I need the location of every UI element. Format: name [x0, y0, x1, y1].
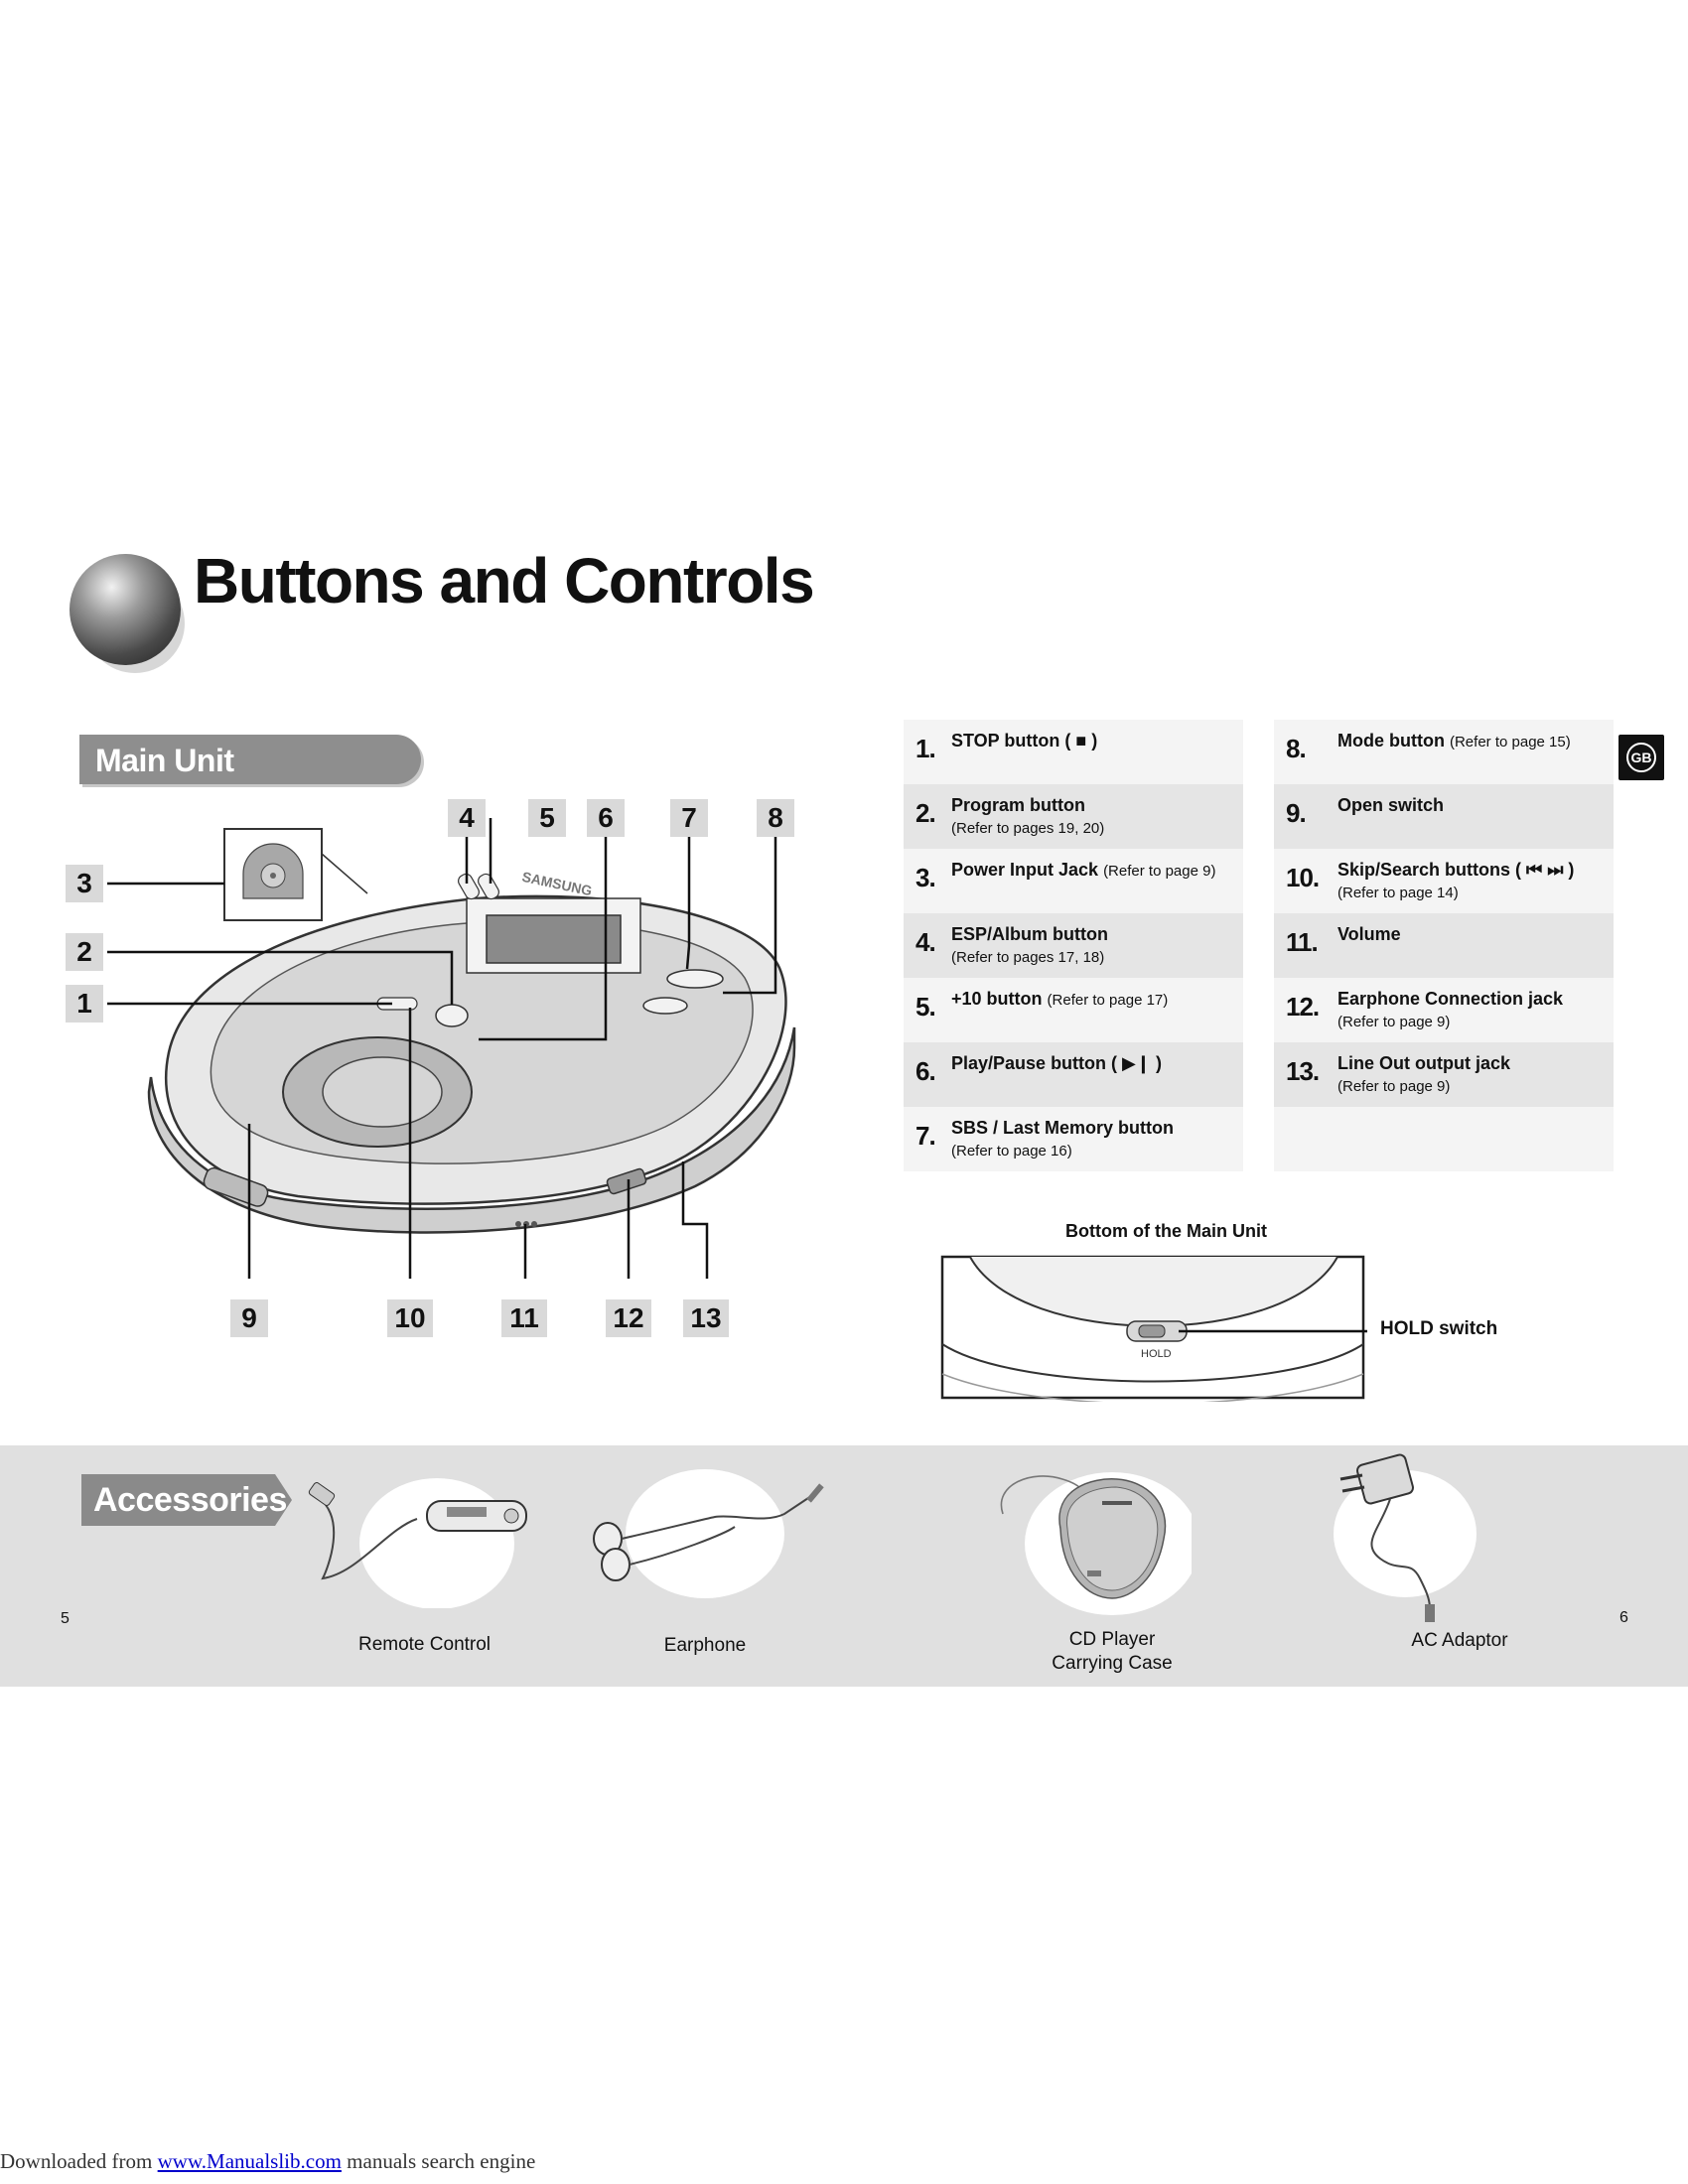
page-title: Buttons and Controls: [194, 545, 815, 616]
control-name: Mode button: [1337, 731, 1445, 751]
callout-3: 3: [66, 865, 103, 902]
carrying-case-icon: [1000, 1472, 1192, 1615]
callout-13: 13: [683, 1299, 729, 1337]
remote-control-icon: [308, 1478, 527, 1608]
hold-small-label: HOLD: [1141, 1348, 1172, 1360]
hold-switch-label: HOLD switch: [1380, 1318, 1498, 1339]
control-number: 3.: [915, 863, 936, 892]
cd-player-illustration: SAMSUNG: [107, 818, 796, 1279]
callout-10: 10: [387, 1299, 433, 1337]
control-ref: (Refer to page 16): [951, 1143, 1072, 1160]
control-ref: (Refer to page 9): [1103, 863, 1216, 880]
control-name: Power Input Jack: [951, 860, 1099, 880]
device-brand: SAMSUNG: [520, 869, 593, 899]
callout-5: 5: [528, 799, 566, 837]
callout-6: 6: [587, 799, 625, 837]
control-name: Play/Pause button ( ▶❙ ): [951, 1053, 1162, 1073]
page-number-right: 6: [1619, 1609, 1628, 1626]
bottom-unit-title: Bottom of the Main Unit: [1065, 1221, 1267, 1241]
accessory-label: CD Player: [1068, 1629, 1156, 1650]
callout-8: 8: [757, 799, 794, 837]
control-item: 13. Line Out output jack (Refer to page 9…: [1274, 1042, 1614, 1107]
control-item-empty: [1274, 1107, 1614, 1171]
control-number: 1.: [915, 734, 936, 763]
callout-2: 2: [66, 933, 103, 971]
earphone-icon: [593, 1469, 824, 1598]
accessory-label: Remote Control: [357, 1634, 492, 1655]
callout-1: 1: [66, 985, 103, 1023]
main-unit-header: Main Unit: [79, 735, 421, 784]
control-item: 1. STOP button ( ■ ): [904, 720, 1243, 784]
page-number-left: 5: [61, 1610, 70, 1627]
accessory-label: Carrying Case: [1052, 1653, 1173, 1674]
footer-suffix: manuals search engine: [341, 2149, 536, 2173]
control-item: 4. ESP/Album button (Refer to pages 17, 1…: [904, 913, 1243, 978]
bottom-unit-illustration: HOLD: [940, 1255, 1367, 1402]
control-name: Line Out output jack: [1337, 1053, 1510, 1073]
control-item: 8. Mode button (Refer to page 15): [1274, 720, 1614, 784]
control-name: ESP/Album button: [951, 924, 1108, 944]
control-ref: (Refer to page 14): [1337, 885, 1459, 901]
title-sphere-icon: [70, 554, 181, 665]
footer-link[interactable]: www.Manualslib.com: [157, 2149, 342, 2173]
control-ref: (Refer to page 9): [1337, 1078, 1451, 1095]
control-number: 2.: [915, 798, 936, 828]
control-number: 11.: [1286, 927, 1319, 957]
callout-12: 12: [606, 1299, 651, 1337]
language-badge-text: GB: [1626, 743, 1656, 772]
control-name: Volume: [1337, 924, 1401, 944]
control-name: +10 button: [951, 989, 1043, 1009]
control-item: 7. SBS / Last Memory button (Refer to pag…: [904, 1107, 1243, 1171]
accessory-label: Earphone: [663, 1635, 747, 1656]
control-item: 6. Play/Pause button ( ▶❙ ): [904, 1042, 1243, 1107]
control-item: 3. Power Input Jack (Refer to page 9): [904, 849, 1243, 913]
control-number: 6.: [915, 1056, 936, 1086]
control-item: 2. Program button (Refer to pages 19, 20): [904, 784, 1243, 849]
footer-prefix: Downloaded from: [0, 2149, 158, 2173]
control-item: 9. Open switch: [1274, 784, 1614, 849]
control-number: 9.: [1286, 798, 1307, 828]
control-ref: (Refer to pages 19, 20): [951, 820, 1105, 837]
accessory-label: AC Adaptor: [1411, 1630, 1508, 1651]
control-name: Open switch: [1337, 795, 1445, 815]
callout-9: 9: [230, 1299, 268, 1337]
controls-list-left: 1. STOP button ( ■ ) 2. Program button (R…: [904, 720, 1243, 1171]
control-ref: (Refer to page 9): [1337, 1014, 1451, 1030]
main-unit-label: Main Unit: [95, 743, 234, 778]
callout-7: 7: [670, 799, 708, 837]
control-number: 7.: [915, 1121, 936, 1151]
control-item: 11. Volume: [1274, 913, 1614, 978]
control-name: Program button: [951, 795, 1085, 815]
control-number: 12.: [1286, 992, 1320, 1022]
control-ref: (Refer to page 15): [1449, 734, 1571, 751]
control-item: 5. +10 button (Refer to page 17): [904, 978, 1243, 1042]
accessories-label: Accessories: [93, 1481, 287, 1519]
control-number: 13.: [1286, 1056, 1320, 1086]
control-number: 4.: [915, 927, 936, 957]
callout-4: 4: [448, 799, 486, 837]
accessories-header: Accessories: [81, 1474, 292, 1526]
ac-adaptor-icon: [1334, 1453, 1477, 1622]
control-name: Skip/Search buttons ( ⏮ ⏭ ): [1337, 860, 1575, 880]
callout-11: 11: [501, 1299, 547, 1337]
controls-list-right: 8. Mode button (Refer to page 15) 9. Ope…: [1274, 720, 1614, 1171]
control-name: Earphone Connection jack: [1337, 989, 1564, 1009]
control-ref: (Refer to page 17): [1047, 992, 1169, 1009]
control-item: 12. Earphone Connection jack (Refer to pa…: [1274, 978, 1614, 1042]
footer: Downloaded from www.Manualslib.com manua…: [0, 2149, 535, 2174]
language-badge: GB: [1618, 735, 1664, 780]
control-number: 8.: [1286, 734, 1307, 763]
control-number: 10.: [1286, 863, 1320, 892]
control-number: 5.: [915, 992, 936, 1022]
control-name: STOP button ( ■ ): [951, 731, 1098, 751]
control-name: SBS / Last Memory button: [951, 1118, 1175, 1138]
control-ref: (Refer to pages 17, 18): [951, 949, 1105, 966]
control-item: 10. Skip/Search buttons ( ⏮ ⏭ ) (Refer to…: [1274, 849, 1614, 913]
